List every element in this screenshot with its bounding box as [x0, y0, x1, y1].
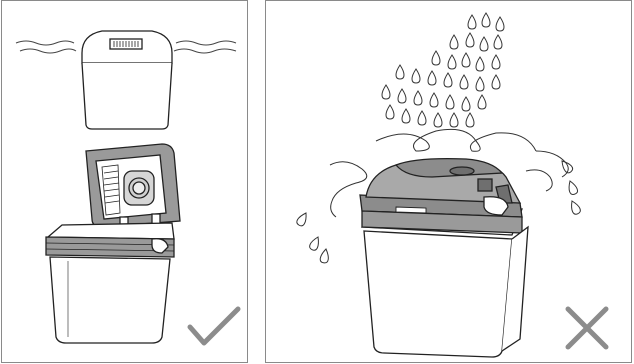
cross-mark-icon [568, 309, 606, 347]
check-mark-icon [190, 309, 238, 343]
incorrect-usage-illustration [266, 1, 633, 364]
cooler-box-open [46, 223, 174, 343]
correct-usage-illustration [2, 1, 249, 364]
detached-lid [82, 31, 172, 129]
panel-incorrect-usage [265, 0, 632, 363]
panel-correct-usage [1, 0, 248, 363]
open-lid [86, 144, 180, 227]
cooler-box-closed [360, 159, 528, 357]
